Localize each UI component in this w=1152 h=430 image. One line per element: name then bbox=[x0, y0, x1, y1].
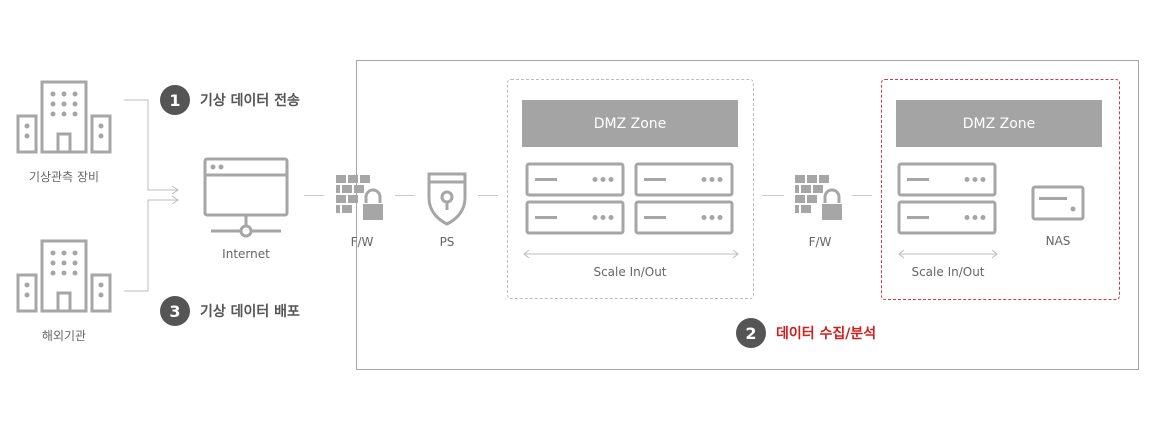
step-label: 데이터 수집/분석 bbox=[776, 326, 877, 342]
step-2: 2 데이터 수집/분석 bbox=[736, 318, 876, 348]
internet-icon bbox=[203, 157, 289, 239]
link-line bbox=[852, 195, 872, 196]
server-stack-icon bbox=[525, 162, 625, 235]
server-stack-icon bbox=[897, 162, 997, 235]
internet-label: Internet bbox=[222, 247, 270, 261]
weather-station-label: 기상관측 장비 bbox=[28, 170, 100, 184]
dmz-zone-right bbox=[881, 79, 1120, 300]
step-number-badge: 2 bbox=[736, 318, 766, 348]
firewall-label: F/W bbox=[808, 235, 832, 249]
firewall-label: F/W bbox=[350, 235, 374, 249]
step-label: 기상 데이터 전송 bbox=[200, 93, 300, 109]
step-label: 기상 데이터 배포 bbox=[200, 304, 300, 320]
dmz-zone-left bbox=[507, 79, 754, 299]
system-boundary bbox=[356, 60, 1139, 370]
step-1: 1 기상 데이터 전송 bbox=[160, 85, 300, 115]
overseas-agency-label: 해외기관 bbox=[41, 329, 87, 343]
scale-label: Scale In/Out bbox=[593, 265, 667, 279]
link-line bbox=[395, 195, 415, 196]
scale-label: Scale In/Out bbox=[911, 265, 985, 279]
nas-icon bbox=[1031, 185, 1085, 221]
dmz-zone-title: DMZ Zone bbox=[522, 100, 738, 147]
nas-label: NAS bbox=[1045, 234, 1071, 248]
step-3: 3 기상 데이터 배포 bbox=[160, 296, 300, 326]
step-number-badge: 3 bbox=[160, 296, 190, 326]
building-icon bbox=[16, 78, 112, 154]
link-line bbox=[304, 195, 324, 196]
firewall-icon bbox=[334, 173, 388, 225]
dmz-zone-title: DMZ Zone bbox=[896, 100, 1102, 147]
building-icon bbox=[16, 237, 112, 313]
link-line bbox=[478, 195, 498, 196]
server-stack-icon bbox=[634, 162, 734, 235]
link-line bbox=[762, 195, 784, 196]
connector-arrows bbox=[124, 96, 184, 296]
ps-label: PS bbox=[439, 235, 455, 249]
scale-arrow bbox=[522, 248, 740, 260]
firewall-icon bbox=[793, 173, 847, 225]
scale-arrow bbox=[897, 248, 999, 260]
step-number-badge: 1 bbox=[160, 85, 190, 115]
shield-icon bbox=[425, 170, 469, 226]
